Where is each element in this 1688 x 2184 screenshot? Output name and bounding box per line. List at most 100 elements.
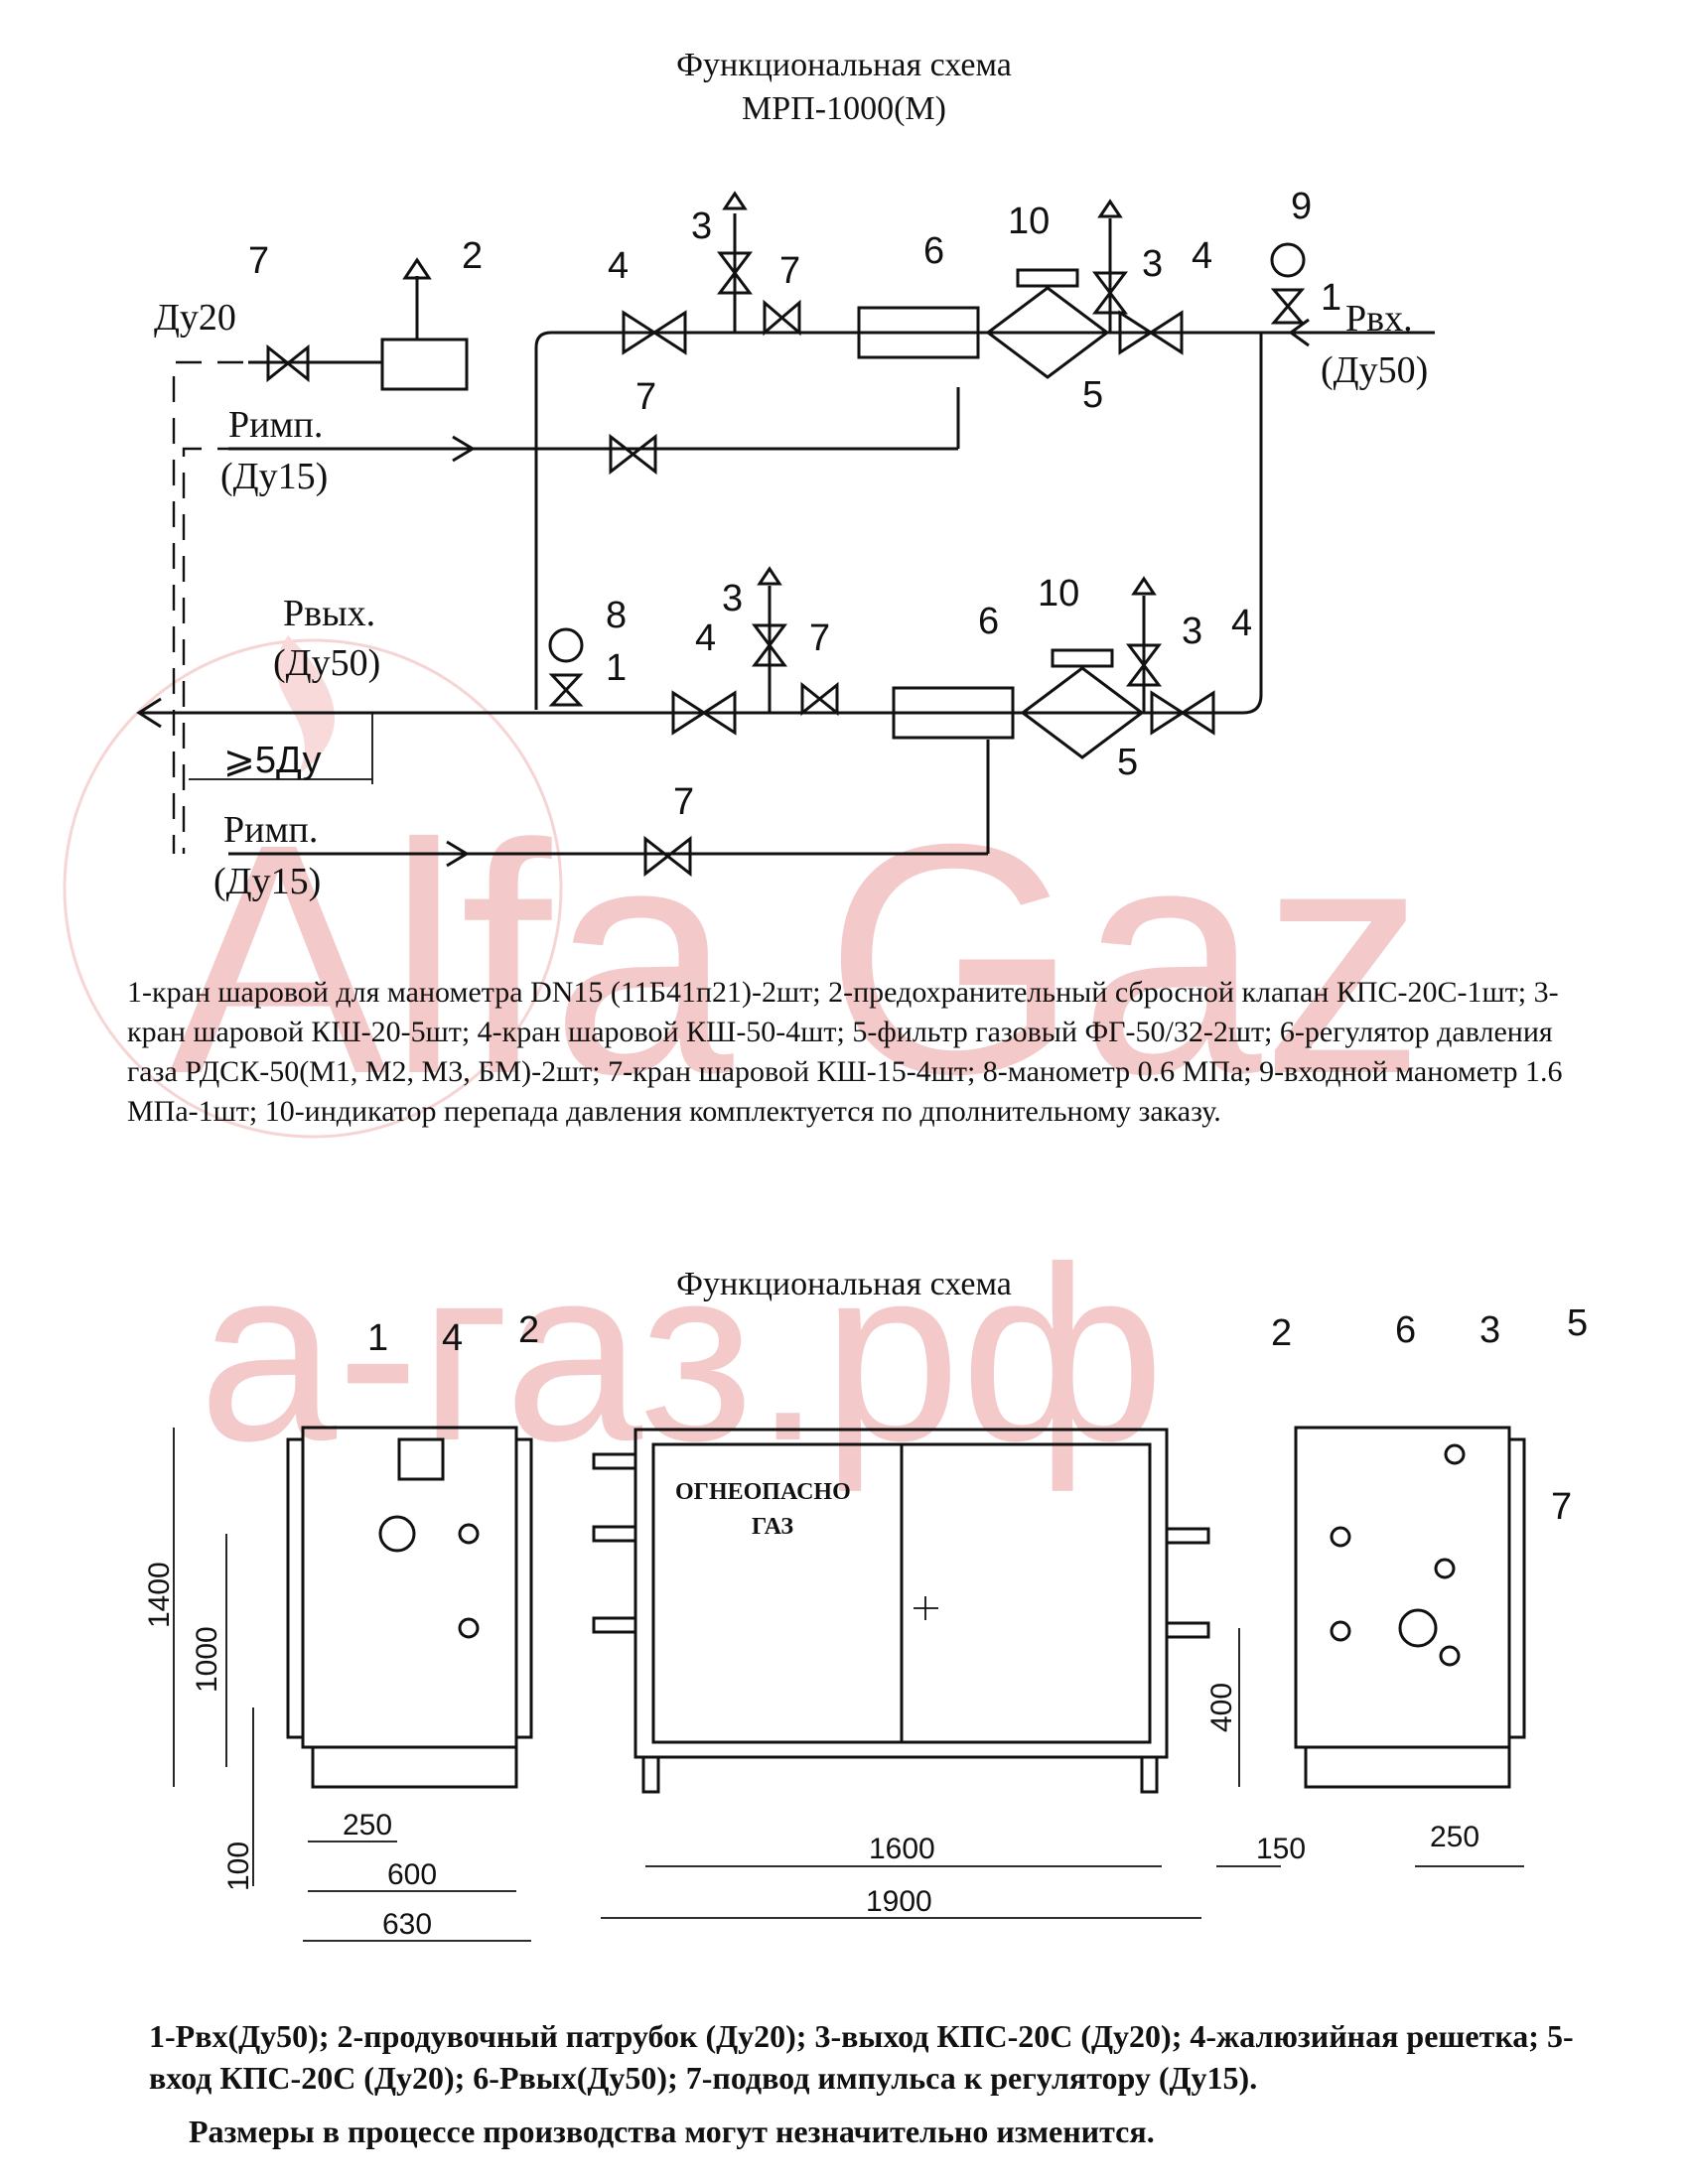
gauge-8-outlet: [548, 627, 584, 663]
components-legend: 1-кран шаровой для манометра DN15 (11Б41…: [127, 976, 1563, 1128]
callout-3-c: 3: [722, 578, 743, 619]
right-riser-pipe: [377, 333, 1263, 715]
dim-600: 600: [387, 1858, 437, 1891]
indicator-10-upper: [1016, 268, 1079, 288]
dim-400: 400: [1205, 1683, 1238, 1732]
right-view-body: [1294, 1426, 1511, 1749]
callout-7-b: 7: [779, 250, 800, 292]
functional-schematic: [136, 191, 1435, 878]
title-line-1: Функциональная схема: [676, 47, 1012, 83]
safety-valve-2-vent: [402, 257, 432, 280]
drawing-callout-left-2: 2: [518, 1309, 539, 1351]
vent-dashed-line: [172, 360, 243, 854]
callout-3-d: 3: [1182, 611, 1202, 652]
callout-4-d: 4: [1231, 603, 1252, 644]
right-port-3: [1444, 1443, 1466, 1465]
callout-5-a: 5: [1082, 374, 1103, 416]
front-pipe-2: [592, 1525, 637, 1543]
valve-4-lower-left: [671, 690, 737, 736]
callout-9: 9: [1291, 186, 1312, 227]
front-leg-l: [641, 1755, 660, 1794]
label-p-in: Рвх.: [1345, 298, 1413, 340]
dimensions-note: Размеры в процессе производства могут не…: [189, 2114, 1155, 2149]
left-view-base: [311, 1745, 518, 1789]
front-view-body: [633, 1428, 1169, 1759]
right-port-2a: [1330, 1526, 1351, 1548]
right-port-5: [1434, 1558, 1456, 1579]
drawing-callout-right-3: 3: [1479, 1309, 1500, 1351]
indicator-10-lower: [1051, 648, 1114, 668]
label-p-imp-lower: Римп.: [223, 809, 318, 851]
drawing-callout-right-5: 5: [1567, 1302, 1588, 1344]
right-port-2b: [1330, 1620, 1351, 1642]
title-line-2: МРП-1000(М): [742, 90, 946, 127]
callout-10-b: 10: [1038, 573, 1079, 614]
filter-5-upper: [985, 286, 1110, 379]
callout-6-a: 6: [923, 230, 944, 272]
connections-legend: 1-Рвх(Ду50); 2-продувочный патрубок (Ду2…: [149, 2018, 1574, 2096]
left-port-2b: [458, 1617, 480, 1639]
callout-7-e: 7: [673, 781, 694, 823]
vent-valve-3-lower-left: [752, 566, 787, 713]
front-pipe-5: [1165, 1621, 1210, 1639]
callout-10-a: 10: [1008, 201, 1050, 242]
valve-7-upper-impulse: [609, 433, 657, 476]
callout-5-b: 5: [1117, 742, 1138, 783]
label-p-out: Рвых.: [283, 593, 375, 634]
left-view-rail-l: [286, 1437, 305, 1739]
left-view-rail-r: [514, 1437, 533, 1739]
right-view-rail: [1507, 1437, 1526, 1739]
left-port-2a: [458, 1523, 480, 1545]
watermark: Alfa Gaz а-газ.рф: [63, 635, 1426, 1492]
valve-7-lower-sense: [800, 681, 839, 717]
front-leg-r: [1140, 1755, 1159, 1794]
callout-2: 2: [462, 235, 483, 277]
dim-100: 100: [222, 1842, 255, 1891]
cabinet-drawing: [173, 1426, 1526, 1942]
front-pipe-4: [1165, 1527, 1210, 1545]
valve-1-outlet-gauge: [548, 673, 584, 707]
callout-1-bottom: 1: [606, 647, 627, 689]
dim-250-right: 250: [1430, 1821, 1479, 1853]
dim-1900: 1900: [866, 1885, 932, 1918]
outlet-arrow: [136, 697, 162, 729]
callout-3-b: 3: [1142, 243, 1163, 285]
label-du20: Ду20: [154, 297, 236, 339]
watermark-ring: [63, 638, 563, 1139]
callout-7-d: 7: [809, 617, 830, 659]
watermark-logo-text: Alfa Gaz: [169, 775, 1426, 1142]
valve-4-lower-right: [1150, 690, 1215, 736]
upper-main-pipe: [534, 331, 1435, 710]
regulator-6-upper: [857, 306, 980, 359]
right-view-base: [1304, 1745, 1511, 1789]
louver-grille: [397, 1437, 445, 1481]
label-p-imp-lower-du: (Ду15): [213, 861, 321, 902]
vent-dashed-line-2: [182, 447, 243, 854]
drawing-callout-right-6: 6: [1395, 1309, 1416, 1351]
callout-4-b: 4: [1192, 235, 1212, 277]
dim-630: 630: [382, 1908, 432, 1941]
sign-line-2: ГАЗ: [752, 1514, 793, 1540]
vent-valve-3-upper-left: [717, 191, 753, 333]
label-min-length: ⩾5Ду: [223, 740, 322, 781]
vent-valve-3-upper-right: [1092, 199, 1128, 333]
label-p-imp-upper-du: (Ду15): [220, 456, 328, 497]
valve-7-upper-sense: [763, 299, 801, 337]
label-p-in-du: (Ду50): [1321, 349, 1428, 391]
vent-valve-3-lower-right: [1126, 576, 1162, 713]
filter-5-lower: [1020, 666, 1145, 759]
callout-7-c: 7: [635, 376, 656, 418]
dim-1600: 1600: [869, 1833, 935, 1865]
right-port-6: [1398, 1608, 1438, 1648]
sign-line-1: ОГНЕОПАСНО: [675, 1479, 851, 1505]
front-pipe-1: [592, 1452, 637, 1470]
drawing-callout-left-4: 4: [442, 1317, 463, 1359]
upper-impulse-arrow: [452, 435, 476, 463]
dim-250-left: 250: [343, 1809, 392, 1842]
gauge-9-inlet: [1270, 242, 1306, 278]
watermark-site-text: а-газ.рф: [199, 1215, 1165, 1492]
safety-valve-2: [380, 338, 469, 391]
drawing-callout-right-7: 7: [1551, 1486, 1572, 1528]
left-port-1: [378, 1515, 416, 1553]
dim-1400: 1400: [143, 1562, 176, 1628]
